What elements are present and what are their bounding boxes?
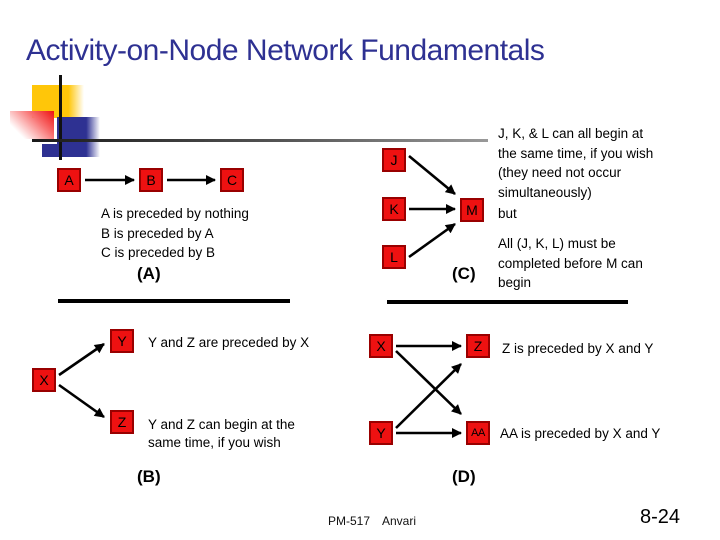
diagram-c-label: (C)	[452, 264, 476, 283]
node-x: X	[32, 368, 56, 392]
node-x2: X	[369, 334, 393, 358]
node-c: C	[220, 168, 244, 192]
decoration-blue-square	[57, 117, 100, 157]
decoration-blue-square-small	[42, 144, 58, 157]
node-m: M	[460, 198, 484, 222]
arrow-x2-to-aa	[395, 350, 462, 415]
diagram-b-note-bottom: Y and Z can begin at the same time, if y…	[148, 417, 295, 450]
page-number: 8-24	[639, 506, 680, 528]
node-l: L	[382, 245, 406, 269]
diagram-c-note-top: J, K, & L can all begin at the same time…	[498, 126, 654, 200]
arrow-x-to-z	[58, 383, 105, 419]
divider-right	[387, 300, 628, 304]
decoration-horizontal-rule	[32, 139, 488, 142]
decoration-red-square	[10, 111, 54, 139]
diagram-a-label: (A)	[137, 264, 161, 283]
node-z2: Z	[466, 334, 490, 358]
divider-left	[58, 299, 290, 303]
diagram-a-description: A is preceded by nothing B is preceded b…	[101, 206, 249, 260]
node-z: Z	[110, 410, 134, 434]
node-j: J	[382, 148, 406, 172]
arrow-l-to-m	[408, 222, 456, 259]
diagram-b-label: (B)	[137, 467, 161, 486]
node-y: Y	[110, 329, 134, 353]
footer-author: Anvari	[382, 514, 417, 528]
diagram-d-note-top: Z is preceded by X and Y	[502, 341, 654, 356]
diagram-d-note-bottom: AA is preceded by X and Y	[500, 426, 661, 441]
slide-title: Activity-on-Node Network Fundamentals	[26, 34, 545, 67]
node-a: A	[57, 168, 81, 192]
node-aa: AA	[466, 421, 490, 445]
arrow-y2-to-z2	[395, 363, 462, 429]
node-y2: Y	[369, 421, 393, 445]
footer-course: PM-517	[328, 514, 371, 528]
arrow-j-to-m	[408, 154, 456, 196]
arrow-x-to-y	[58, 342, 105, 377]
diagram-b-note-top: Y and Z are preceded by X	[148, 335, 310, 350]
diagram-c-note-mid: but	[498, 206, 517, 221]
diagram-c-note-bottom: All (J, K, L) must be completed before M…	[498, 236, 643, 290]
decoration-vertical-line	[59, 75, 62, 160]
node-k: K	[382, 197, 406, 221]
diagram-d-label: (D)	[452, 467, 476, 486]
node-b: B	[139, 168, 163, 192]
